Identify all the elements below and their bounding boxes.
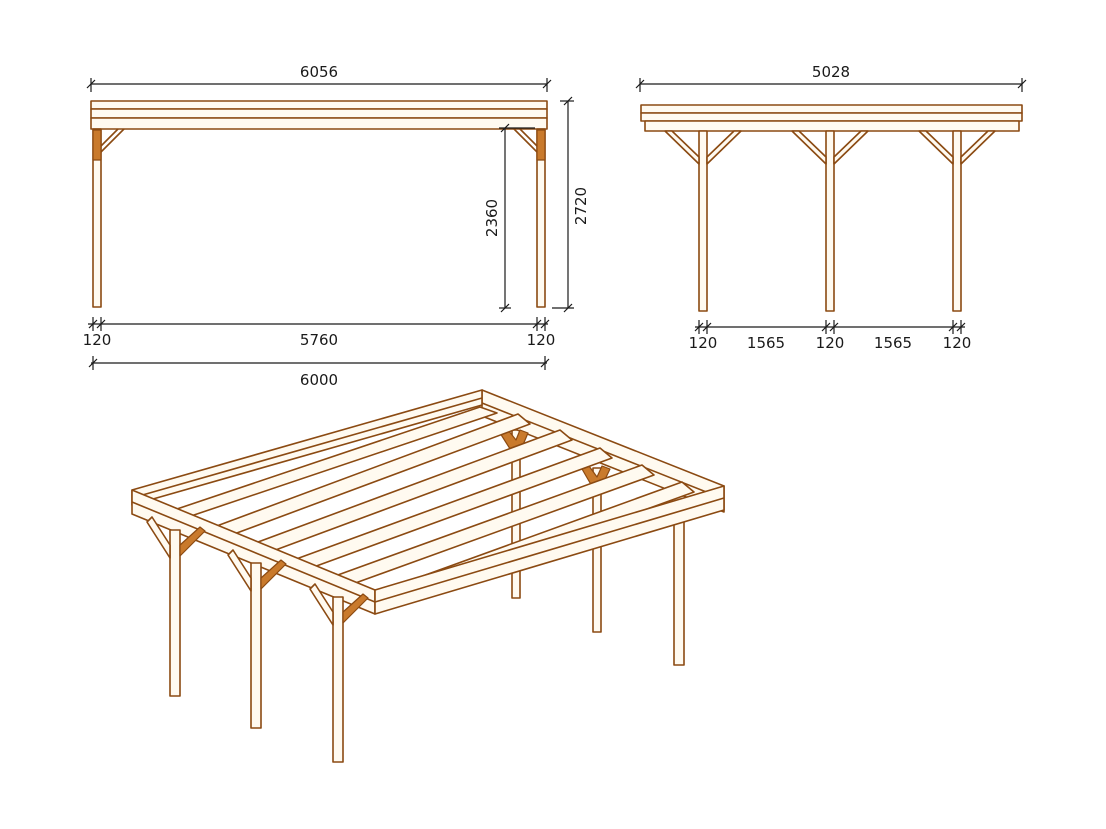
- side-roof-board-top: [90, 100, 548, 110]
- iso-rafters: [170, 406, 695, 609]
- side-post-right: [536, 128, 546, 308]
- front-brace-2-left: [791, 130, 827, 165]
- side-post-cap-left: [92, 129, 102, 161]
- iso-post-front-1: [169, 529, 181, 697]
- side-post-left: [92, 128, 102, 308]
- side-view: 6056 2360 2720: [83, 63, 590, 389]
- iso-post-front-3: [332, 596, 344, 763]
- front-roof-beam: [644, 120, 1020, 132]
- front-brace-1-right: [706, 130, 742, 165]
- side-post-cap-right: [536, 129, 546, 161]
- dim-side-clear-height: 2360: [483, 123, 535, 313]
- label-overall-height: 2720: [572, 187, 590, 225]
- front-post-1: [698, 130, 708, 312]
- front-post-2: [825, 130, 835, 312]
- iso-post-back-2: [592, 467, 602, 633]
- side-brace-right: [513, 128, 538, 153]
- label-front-post-1: 120: [689, 334, 718, 352]
- iso-rafter-1: [170, 406, 498, 518]
- dim-side-overall-length: 6056: [86, 63, 552, 92]
- side-brace-right-inner: [519, 128, 538, 147]
- front-brace-2-right: [833, 130, 869, 165]
- iso-front-braces: [146, 516, 369, 626]
- front-post-3: [952, 130, 962, 312]
- label-clear-height: 2360: [483, 199, 501, 237]
- iso-brace-front-1-right: [179, 526, 206, 557]
- label-front-post-2: 120: [816, 334, 845, 352]
- front-brace-3-left: [918, 130, 954, 165]
- front-brace-1-left: [664, 130, 700, 165]
- dim-side-footprint: 6000: [88, 356, 550, 389]
- dim-side-overall-height: 2720: [552, 96, 590, 313]
- label-post-left: 120: [83, 331, 112, 349]
- dim-side-post-spacing: 120 5760 120: [83, 317, 556, 349]
- front-braces: [664, 130, 996, 165]
- label-footprint-length: 6000: [300, 371, 338, 389]
- label-front-span-2: 1565: [874, 334, 912, 352]
- side-brace-left-inner: [100, 128, 119, 147]
- dim-front-overall-width: 5028: [635, 63, 1027, 92]
- side-brace-left: [100, 128, 125, 153]
- front-view: 5028 120 1565 120 1565 120: [635, 63, 1027, 352]
- label-front-post-3: 120: [943, 334, 972, 352]
- label-overall-length: 6056: [300, 63, 338, 81]
- iso-post-front-2: [250, 562, 262, 729]
- iso-brace-front-3-right: [342, 593, 369, 624]
- side-roof-beam: [90, 117, 548, 130]
- front-roof-board-top: [640, 104, 1023, 114]
- iso-brace-front-3-left: [309, 583, 334, 626]
- front-roof-board-middle: [640, 112, 1023, 122]
- label-overall-width: 5028: [812, 63, 850, 81]
- label-post-span: 5760: [300, 331, 338, 349]
- iso-post-back-3: [673, 507, 685, 666]
- side-roof-board-middle: [90, 108, 548, 119]
- iso-brace-front-2-left: [227, 549, 252, 592]
- iso-brace-front-1-left: [146, 516, 171, 559]
- label-post-right: 120: [527, 331, 556, 349]
- label-front-span-1: 1565: [747, 334, 785, 352]
- dim-front-post-spacing: 120 1565 120 1565 120: [689, 320, 972, 352]
- iso-brace-front-2-right: [260, 559, 287, 590]
- front-brace-3-right: [960, 130, 996, 165]
- perspective-view: [131, 389, 725, 763]
